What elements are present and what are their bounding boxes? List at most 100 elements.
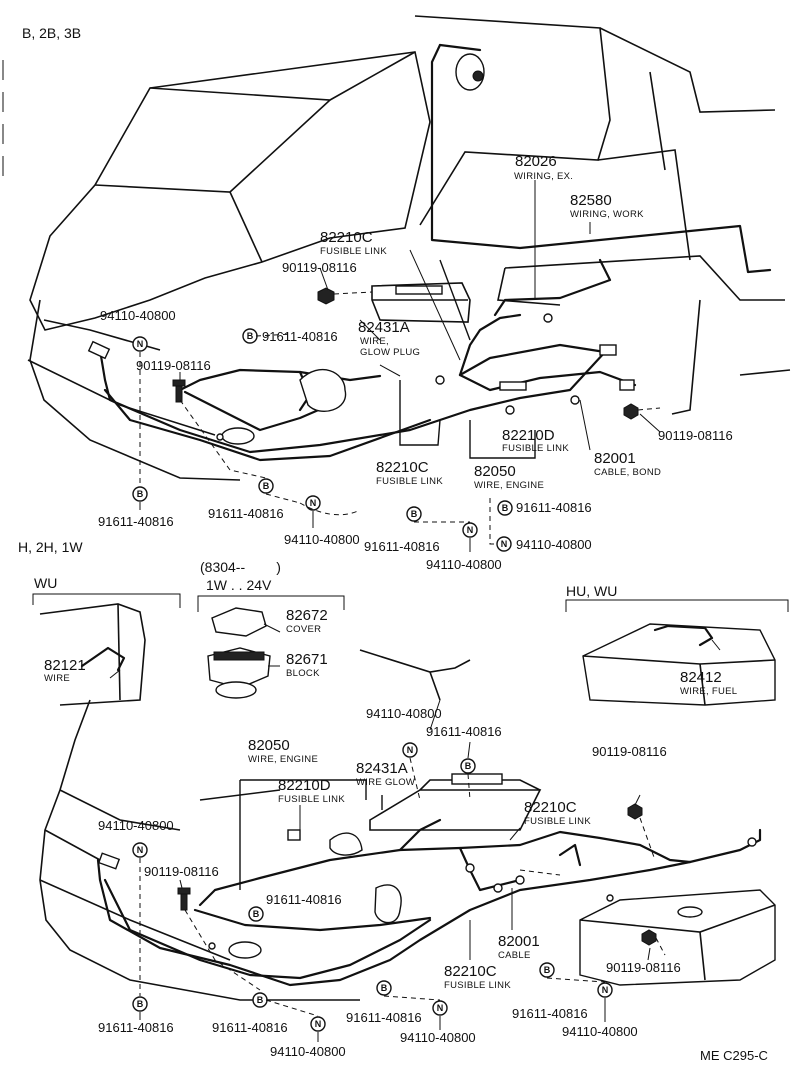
- part-number: 82001: [594, 450, 636, 467]
- svg-text:N: N: [137, 339, 144, 349]
- nut-symbol: [310, 1016, 326, 1032]
- bolt-symbol: [376, 980, 392, 996]
- svg-text:B: B: [465, 761, 472, 771]
- part-desc: FUSIBLE LINK: [376, 476, 443, 487]
- part-desc: CABLE, BOND: [594, 467, 661, 478]
- part-desc: BLOCK: [286, 668, 320, 679]
- top-wiring-harness: [87, 43, 772, 462]
- svg-text:B: B: [411, 509, 418, 519]
- part-number: 82210D: [278, 777, 331, 794]
- part-desc: CABLE: [498, 950, 531, 961]
- part-number: 82210D: [502, 427, 555, 444]
- bottom-dashed-leaders: [139, 757, 666, 1017]
- part-desc: GLOW PLUG: [360, 347, 420, 358]
- part-desc: FUSIBLE LINK: [502, 443, 569, 454]
- nut-symbol: [132, 842, 148, 858]
- part-number: 94110-40800: [270, 1044, 346, 1059]
- bolt-symbol: [497, 500, 513, 516]
- bottom-leader-lines: [109, 623, 721, 1042]
- section-hu-wu: HU, WU: [566, 583, 617, 599]
- part-number: 82050: [248, 737, 290, 754]
- part-number: 90119-08116: [282, 260, 357, 275]
- part-number: 91611-40816: [212, 1020, 288, 1035]
- part-desc: FUSIBLE LINK: [524, 816, 591, 827]
- part-number: 82050: [474, 463, 516, 480]
- svg-text:N: N: [407, 745, 414, 755]
- top-part-labels: 82026 WIRING, EX. 82580 WIRING, WORK 822…: [98, 153, 733, 572]
- part-number: 94110-40800: [400, 1030, 476, 1045]
- part-number: 90119-08116: [592, 744, 667, 759]
- part-number: 91611-40816: [426, 724, 502, 739]
- svg-text:B: B: [544, 965, 551, 975]
- bolt-symbol: [258, 478, 274, 494]
- part-number: 82121: [44, 657, 86, 674]
- svg-text:N: N: [310, 498, 317, 508]
- part-number: 91611-40816: [516, 500, 592, 515]
- part-number: 94110-40800: [100, 308, 176, 323]
- part-number: 94110-40800: [284, 532, 360, 547]
- part-number: 82412: [680, 669, 722, 686]
- part-number: 94110-40800: [516, 537, 592, 552]
- part-number: 82026: [515, 153, 557, 170]
- part-number: 94110-40800: [98, 818, 174, 833]
- svg-text:N: N: [602, 985, 609, 995]
- svg-text:B: B: [247, 331, 254, 341]
- section-wu: WU: [34, 575, 57, 591]
- svg-text:B: B: [381, 983, 388, 993]
- illustration-code: ME C295-C: [700, 1048, 768, 1063]
- part-desc: WIRE GLOW: [356, 777, 415, 788]
- svg-text:B: B: [137, 489, 144, 499]
- section-title-top: B, 2B, 3B: [22, 25, 81, 41]
- top-vehicle-body: [2, 15, 791, 481]
- section-period: (8304-- ): [200, 559, 281, 575]
- part-number: 82210C: [444, 963, 497, 980]
- nut-symbol: [597, 982, 613, 998]
- part-number: 82431A: [356, 760, 408, 777]
- top-fasteners: N B B B N B N B N: [132, 287, 639, 552]
- nut-symbol: [402, 742, 418, 758]
- nut-symbol: [132, 336, 148, 352]
- part-number: 91611-40816: [262, 329, 338, 344]
- part-number: 82431A: [358, 319, 410, 336]
- part-number: 90119-08116: [136, 358, 211, 373]
- part-desc: WIRING, EX.: [514, 171, 573, 182]
- part-number: 82210C: [320, 229, 373, 246]
- bottom-fasteners: N B B B N B N B N N B: [132, 742, 657, 1032]
- svg-text:B: B: [257, 995, 264, 1005]
- svg-text:B: B: [253, 909, 260, 919]
- bottom-vehicle-body: [39, 649, 776, 1001]
- part-number: 91611-40816: [346, 1010, 422, 1025]
- part-number: 82001: [498, 933, 540, 950]
- part-desc: WIRE, FUEL: [680, 686, 737, 697]
- bolt-symbol: [406, 506, 422, 522]
- top-dashed-leaders: [139, 291, 661, 545]
- bolt-symbol: [132, 486, 148, 502]
- part-number: 90119-08116: [658, 428, 733, 443]
- part-number: 82672: [286, 607, 328, 624]
- part-number: 82671: [286, 651, 328, 668]
- part-number: 91611-40816: [512, 1006, 588, 1021]
- section-title-bottom: H, 2H, 1W: [18, 539, 83, 555]
- nut-symbol: [462, 522, 478, 538]
- nut-symbol: [305, 495, 321, 511]
- part-number: 90119-08116: [606, 960, 681, 975]
- part-number: 94110-40800: [562, 1024, 638, 1039]
- bottom-part-labels: 82121 WIRE 82672 COVER 82671 BLOCK 82412…: [44, 607, 737, 1059]
- part-number: 91611-40816: [98, 514, 174, 529]
- part-number: 82210C: [524, 799, 577, 816]
- part-number: 82580: [570, 192, 612, 209]
- part-number: 94110-40800: [426, 557, 502, 572]
- svg-text:B: B: [137, 999, 144, 1009]
- svg-text:B: B: [263, 481, 270, 491]
- part-desc: WIRE: [44, 673, 70, 684]
- bottom-panels: [32, 593, 789, 706]
- bolt-symbol: [539, 962, 555, 978]
- svg-text:B: B: [502, 503, 509, 513]
- bottom-wiring-harness: [96, 779, 762, 987]
- section-headers: B, 2B, 3B H, 2H, 1W WU (8304-- ) 1W . . …: [18, 25, 617, 599]
- part-desc: WIRE, ENGINE: [248, 754, 318, 765]
- bolt-symbol: [460, 758, 476, 774]
- nut-symbol: [432, 1000, 448, 1016]
- part-number: 91611-40816: [208, 506, 284, 521]
- svg-text:N: N: [315, 1019, 322, 1029]
